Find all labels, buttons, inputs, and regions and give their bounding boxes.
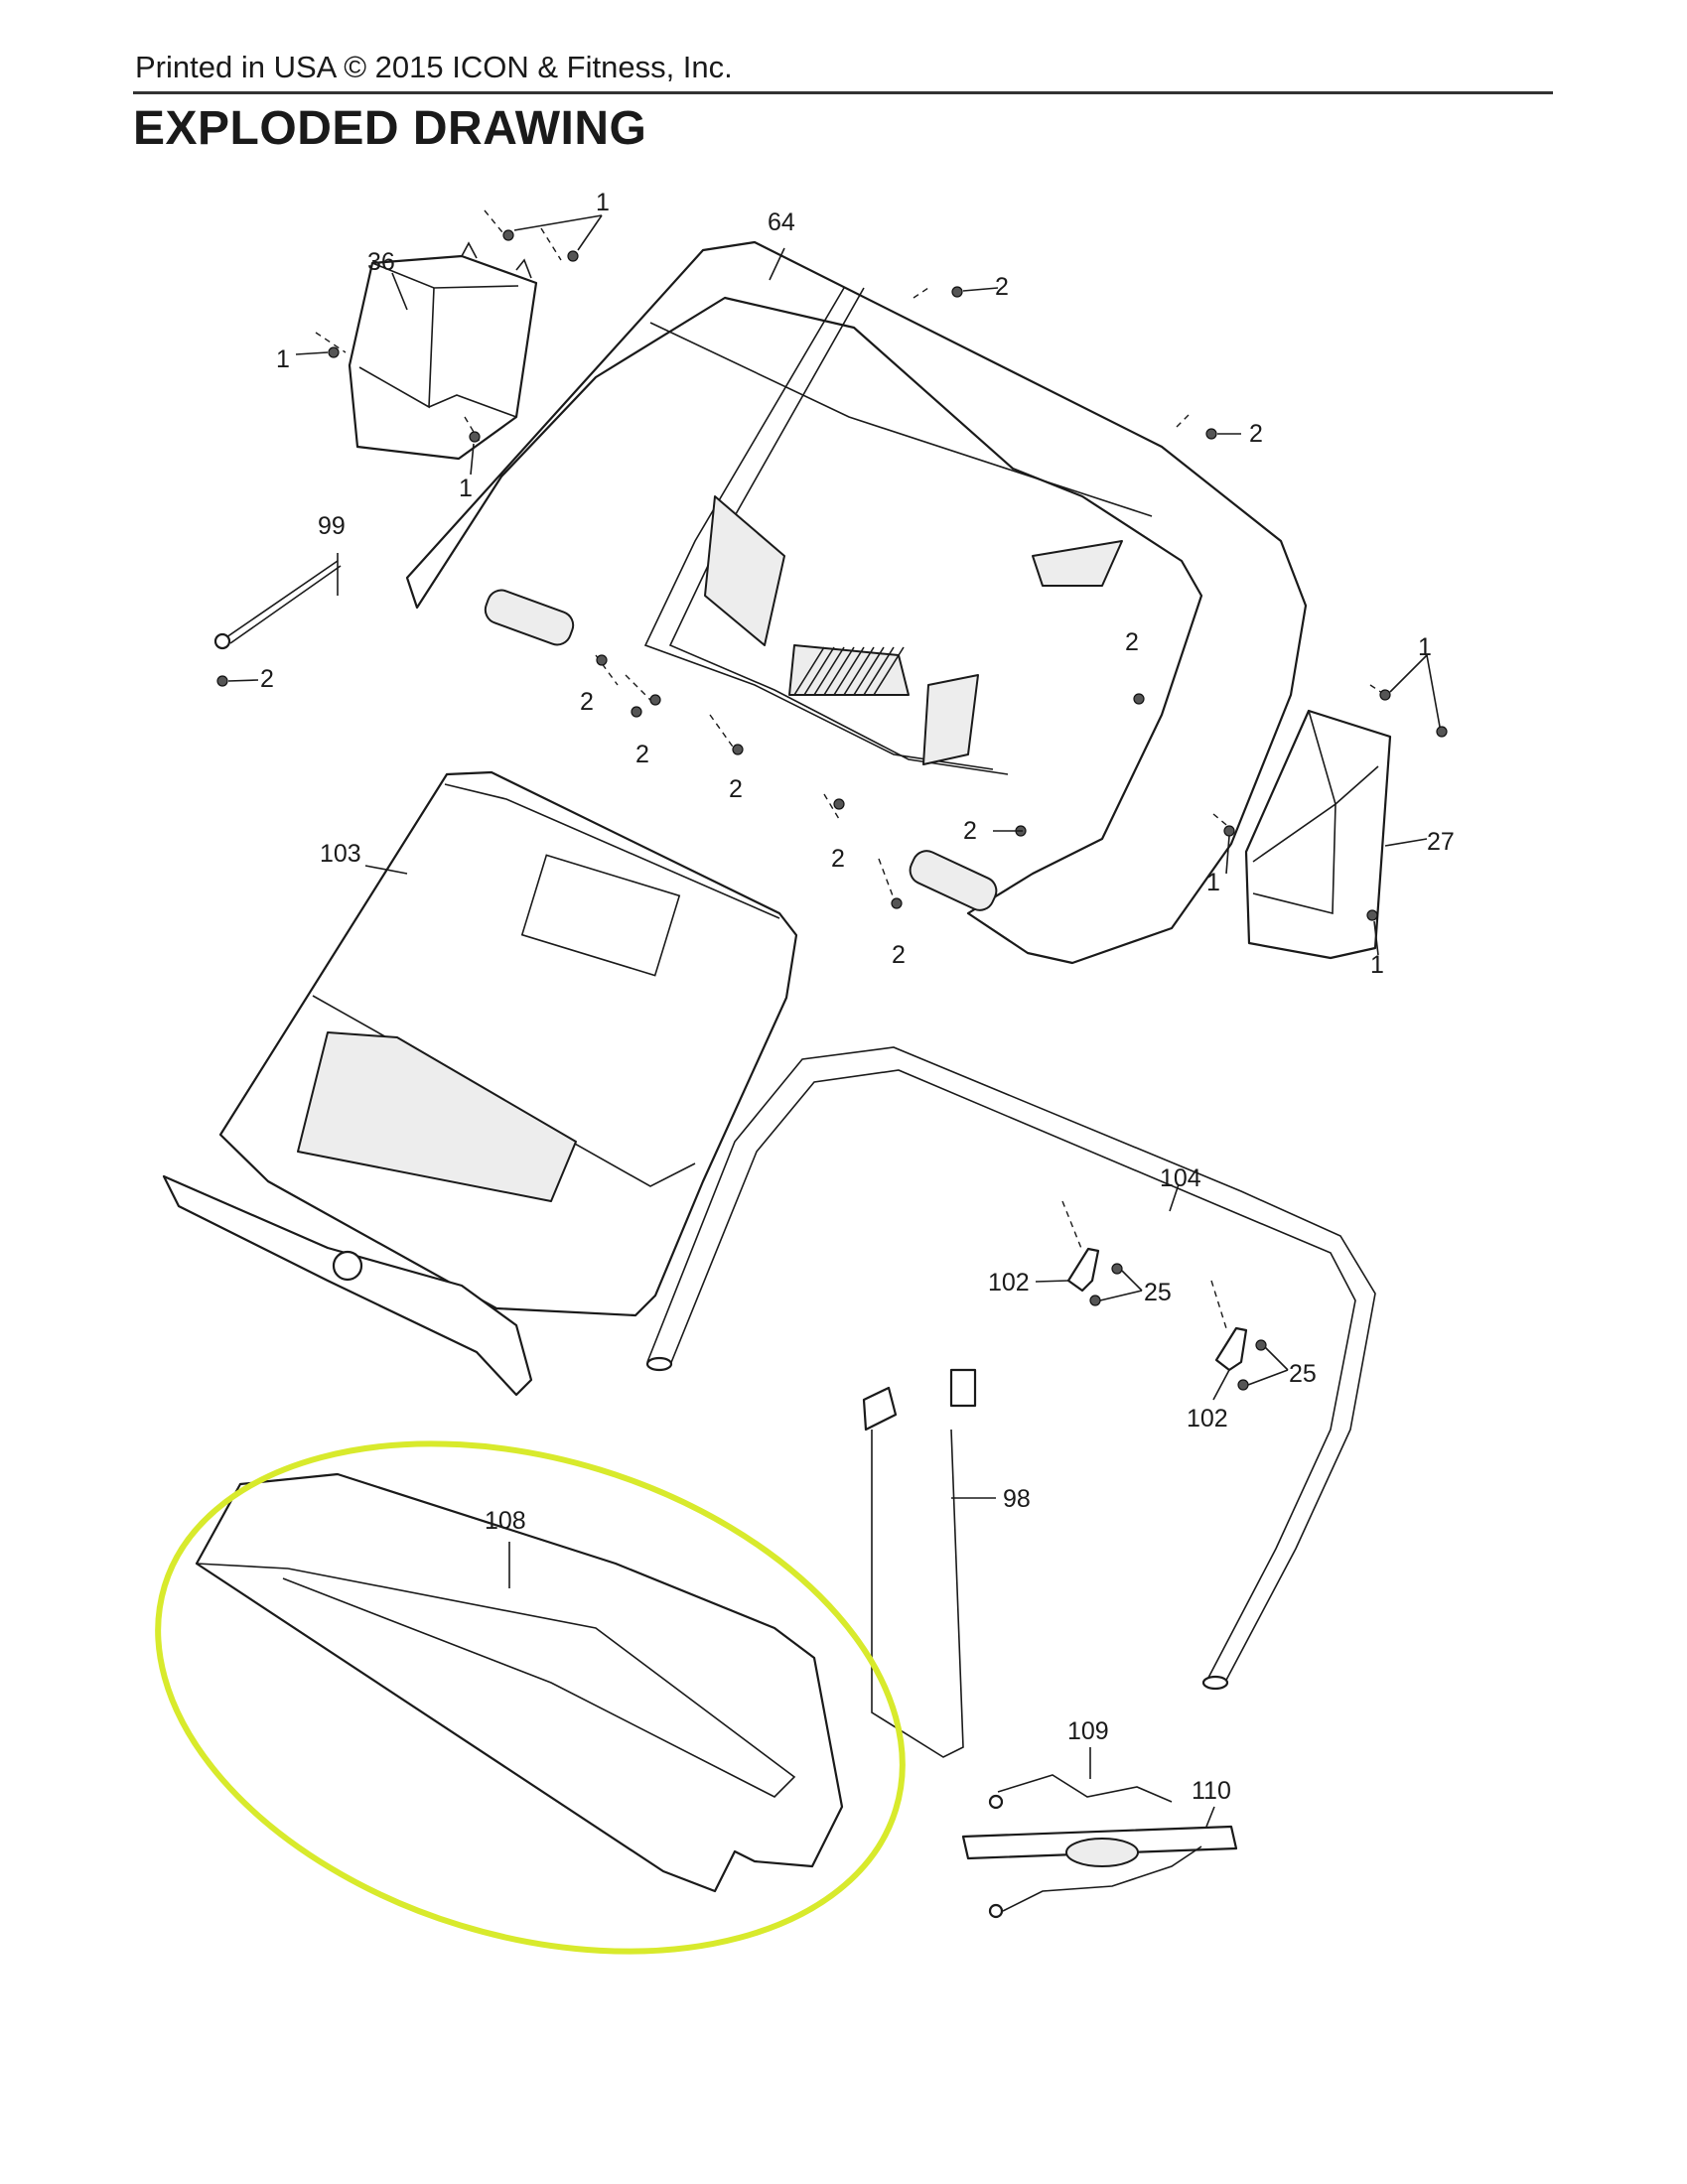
callout-109: 109 (1067, 1717, 1109, 1745)
callout-numbers: 1 36 1 1 64 2 2 99 2 2 2 2 2 2 2 2 1 27 … (260, 189, 1455, 1805)
callout-2-a: 2 (580, 688, 594, 716)
part-27-right-bin (1244, 709, 1392, 960)
part-104-handrail (645, 1046, 1376, 1691)
callout-1-right-left: 1 (1206, 869, 1220, 896)
callout-98: 98 (1003, 1485, 1031, 1513)
part-103-console (162, 770, 798, 1397)
callout-103: 103 (320, 840, 361, 868)
callout-64: 64 (768, 208, 795, 236)
callout-25-a: 25 (1144, 1279, 1172, 1306)
callout-102-a: 102 (988, 1269, 1030, 1297)
header-rule (133, 91, 1553, 94)
callout-2-b: 2 (635, 741, 649, 768)
callout-1-right-bottom: 1 (1370, 951, 1384, 979)
callout-110: 110 (1192, 1777, 1231, 1805)
callout-1-right-top: 1 (1418, 633, 1432, 661)
callout-2-e: 2 (1125, 628, 1139, 656)
callout-99: 99 (318, 512, 346, 540)
callout-36: 36 (367, 248, 395, 276)
callout-1-bottom: 1 (459, 475, 473, 502)
leader-lines (227, 214, 1441, 1828)
callout-104: 104 (1160, 1164, 1201, 1192)
printed-line: Printed in USA © 2015 ICON & Fitness, In… (135, 50, 733, 84)
callout-2-d: 2 (831, 845, 845, 873)
callout-2-c: 2 (729, 775, 743, 803)
vent-slots (793, 646, 905, 696)
part-36-left-bin (348, 241, 538, 461)
part-108-tray (195, 1472, 844, 1893)
part-64-console-frame (405, 240, 1308, 965)
callout-25-b: 25 (1289, 1360, 1317, 1388)
callout-2-top: 2 (995, 273, 1009, 301)
callout-27: 27 (1427, 828, 1455, 856)
highlight-ellipse (155, 1440, 906, 1955)
part-102-brackets (1066, 1247, 1248, 1372)
callout-2-f: 2 (963, 817, 977, 845)
callout-1-left: 1 (276, 345, 290, 373)
page-title: EXPLODED DRAWING (133, 102, 647, 155)
part-109-110-chest-strap (961, 1774, 1238, 1919)
part-98-strap (862, 1368, 977, 1758)
callout-2-tie: 2 (260, 665, 274, 693)
callout-2-g: 2 (892, 941, 906, 969)
callout-102-b: 102 (1187, 1405, 1228, 1433)
callout-2-right: 2 (1249, 420, 1263, 448)
callout-1-top: 1 (596, 189, 610, 216)
callout-108: 108 (485, 1507, 526, 1535)
part-99-tie (213, 560, 342, 650)
